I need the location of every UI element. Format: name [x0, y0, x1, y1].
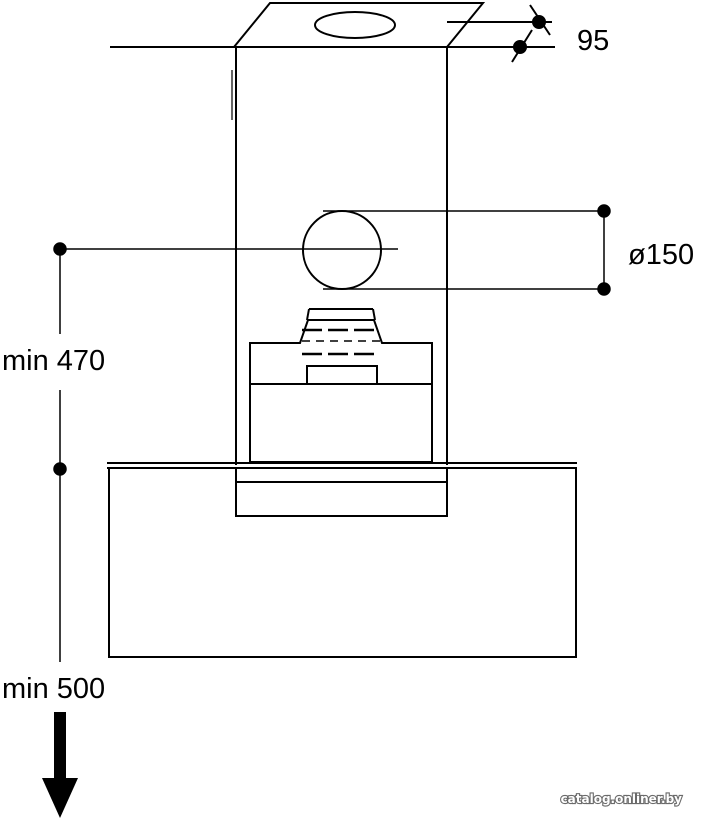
blower-housing [249, 308, 433, 463]
hood-canopy [107, 462, 577, 658]
ceiling-clearance-dimension [53, 242, 398, 476]
chimney-top-plate [231, 2, 486, 48]
depth-dimension [447, 4, 552, 63]
downward-arrow-icon [42, 712, 78, 818]
duct-connector-dashed [302, 328, 380, 356]
hob-clearance-label: min 500 [2, 673, 105, 705]
control-panel [235, 467, 448, 517]
top-duct-opening [314, 11, 396, 39]
chimney-body [231, 47, 448, 465]
outlet-opening [302, 210, 382, 290]
watermark: catalog.onliner.by [561, 792, 683, 806]
depth-dimension-label: 95 [577, 25, 609, 57]
diameter-dimension-label: ø150 [628, 239, 694, 271]
ceiling-clearance-label: min 470 [2, 345, 105, 377]
diameter-dimension [323, 204, 611, 296]
